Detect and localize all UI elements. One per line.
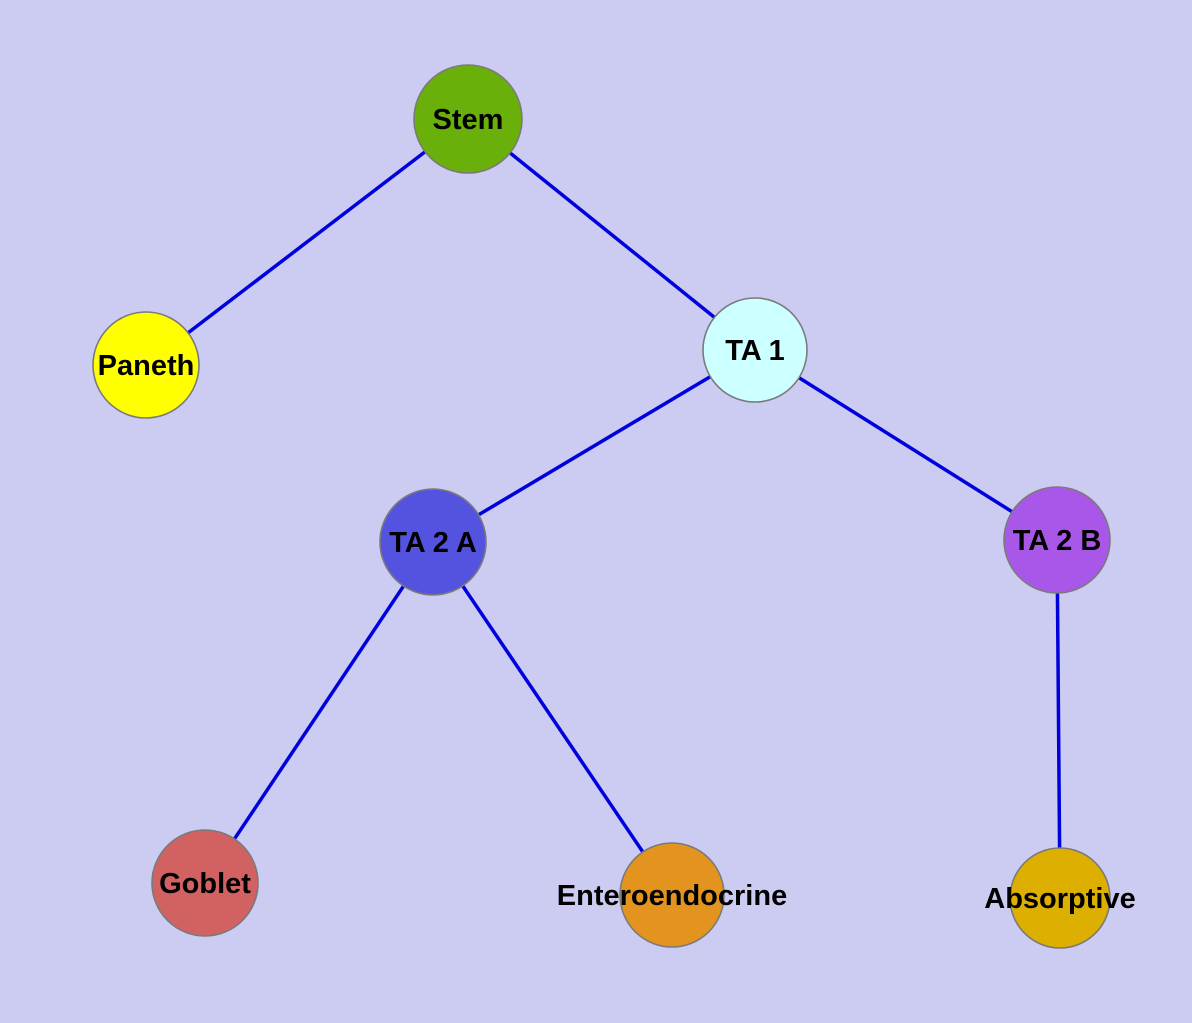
node-stem[interactable]: Stem [413,64,523,174]
node-circle-ta2b[interactable] [1003,486,1111,594]
node-circle-ta1[interactable] [702,297,808,403]
node-ta2a[interactable]: TA 2 A [379,488,487,596]
node-ta2b[interactable]: TA 2 B [1003,486,1111,594]
edge-ta2b-absorptive [1055,539,1062,899]
node-goblet[interactable]: Goblet [151,829,259,937]
node-circle-stem[interactable] [413,64,523,174]
edge-stem-paneth [144,117,470,367]
node-circle-goblet[interactable] [151,829,259,937]
edge-ta2a-goblet [203,541,435,884]
node-circle-paneth[interactable] [92,311,200,419]
node-circle-enteroendocrine[interactable] [619,842,725,948]
node-circle-absorptive[interactable] [1009,847,1111,949]
edges-layer [144,117,1062,899]
node-paneth[interactable]: Paneth [92,311,200,419]
node-ta1[interactable]: TA 1 [702,297,808,403]
edge-ta2a-enteroendocrine [431,541,674,896]
node-circle-ta2a[interactable] [379,488,487,596]
edge-ta1-ta2a [432,348,756,544]
edge-stem-ta1 [466,117,757,352]
edge-ta1-ta2b [754,348,1058,542]
